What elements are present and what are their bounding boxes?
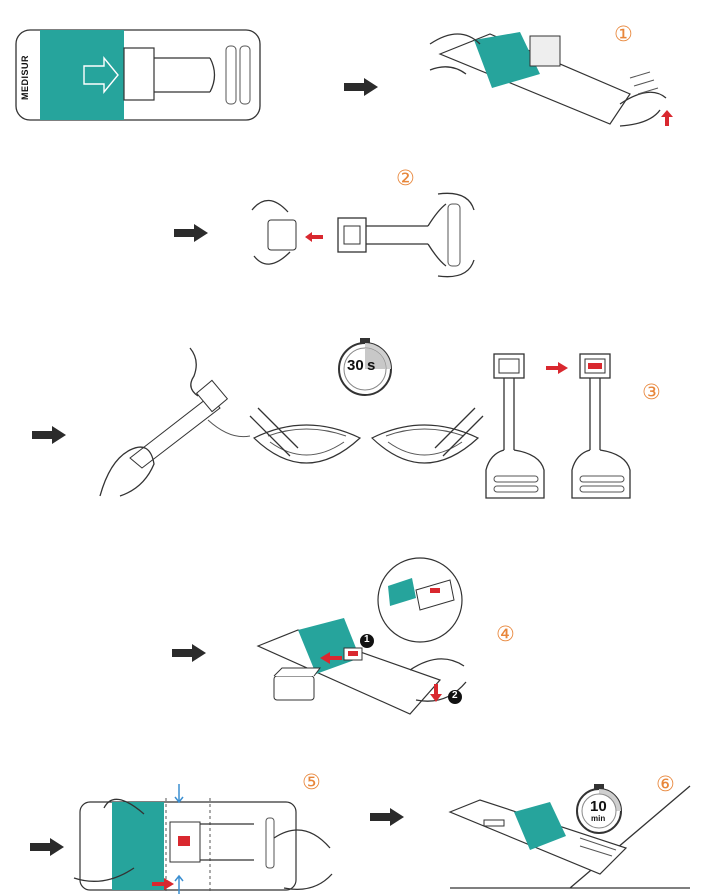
arrow-red-icon	[430, 684, 442, 702]
step4-illustration	[256, 557, 467, 715]
swab-after	[571, 353, 631, 499]
arrow-blue-icon	[174, 784, 184, 804]
step-number-1: ①	[614, 22, 633, 46]
substep-label-1: 1	[364, 634, 370, 645]
arrow-red-icon	[305, 232, 323, 242]
test-device-closed	[15, 29, 261, 121]
timer-wait-unit: min	[591, 814, 606, 823]
arrow-red-icon	[152, 878, 174, 890]
step3-mouth-left	[249, 407, 362, 464]
timer-wait-value: 10	[590, 798, 607, 815]
step-number-5: ⑤	[302, 770, 321, 794]
step-number-6: ⑥	[656, 772, 675, 796]
arrow-right-icon	[172, 644, 206, 662]
stopwatch-icon	[576, 784, 622, 834]
step6-illustration	[448, 785, 691, 889]
timer-collect-unit: s	[367, 357, 376, 374]
step5-illustration	[73, 798, 333, 894]
arrow-red-icon	[546, 362, 568, 374]
arrow-right-icon	[370, 808, 404, 826]
step3-mouth-right	[370, 407, 484, 464]
step2-illustration	[251, 192, 475, 278]
timer-collect-value: 30	[347, 357, 364, 374]
step3-swab-collection-illustration	[99, 347, 251, 497]
arrow-right-icon	[344, 78, 378, 96]
arrow-red-icon	[661, 110, 673, 126]
swab-before	[485, 353, 545, 499]
substep-label-2: 2	[452, 690, 458, 701]
arrow-blue-icon	[174, 874, 184, 894]
arrow-red-icon	[320, 652, 342, 664]
arrow-right-icon	[32, 426, 66, 444]
step-number-4: ④	[496, 622, 515, 646]
stopwatch-icon	[338, 338, 392, 396]
step-number-3: ③	[642, 380, 661, 404]
substep-badge-1	[360, 634, 374, 648]
arrow-right-icon	[30, 838, 64, 856]
step1-illustration	[429, 32, 667, 127]
arrow-right-icon	[174, 224, 208, 242]
step-number-2: ②	[396, 166, 415, 190]
substep-badge-2	[448, 690, 462, 704]
brand-logo-text: MEDISUR	[20, 54, 30, 100]
